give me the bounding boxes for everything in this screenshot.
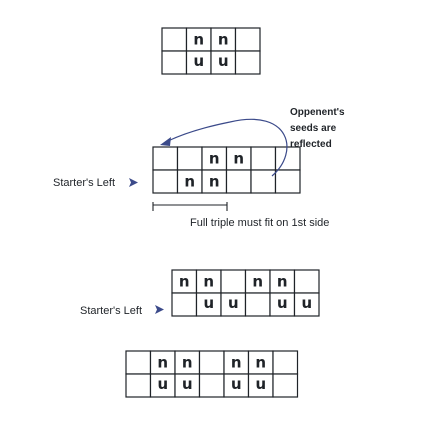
- grid-cell: [293, 269, 320, 294]
- grid-cell: [176, 146, 203, 171]
- grid-cell: [152, 146, 179, 171]
- grid-cell: [161, 50, 188, 75]
- reflected-seed: n: [277, 296, 288, 314]
- starters-left-arrow-2: [155, 305, 164, 314]
- reflected-seed: n: [228, 296, 239, 314]
- seed: n: [218, 31, 229, 49]
- grid-cell: [293, 292, 320, 317]
- seed: n: [255, 354, 266, 372]
- grid-cell: [152, 169, 179, 194]
- reflected-seed: n: [218, 54, 229, 72]
- reflection-arrow: [167, 118, 288, 177]
- grid-cell: [198, 373, 225, 398]
- starters-left-label-2: Starter's Left: [80, 305, 142, 317]
- grid-cell: [244, 292, 271, 317]
- seed: n: [179, 273, 190, 291]
- grid-cell: [272, 350, 299, 375]
- seed: n: [209, 150, 220, 168]
- grid-cell: [234, 27, 261, 52]
- grid-cell: [198, 350, 225, 375]
- seed: n: [252, 273, 263, 291]
- full-triple-caption: Full triple must fit on 1st side: [190, 217, 329, 229]
- seed: n: [193, 31, 204, 49]
- grid-cell: [125, 350, 152, 375]
- grid-cell: [220, 269, 247, 294]
- grid-cell: [274, 146, 301, 171]
- seed: n: [233, 150, 244, 168]
- seed: n: [231, 354, 242, 372]
- annotation-line-3: reflected: [290, 139, 332, 150]
- grid-cell: [225, 169, 252, 194]
- grid-cell: [161, 27, 188, 52]
- full-triple-bracket: [152, 202, 228, 211]
- starters-left-label-1: Starter's Left: [53, 177, 115, 189]
- reflected-seed: n: [301, 296, 312, 314]
- annotation-line-2: seeds are: [290, 123, 337, 134]
- seed: n: [277, 273, 288, 291]
- reflected-seed: n: [182, 377, 193, 395]
- seed: n: [203, 273, 214, 291]
- seed: n: [157, 354, 168, 372]
- grid-cell: [234, 50, 261, 75]
- grid-cell: [171, 292, 198, 317]
- grid-cell: [272, 373, 299, 398]
- reflection-arrowhead: [160, 137, 171, 146]
- grid-cell: [274, 169, 301, 194]
- seed: n: [184, 173, 195, 191]
- grid-cell: [250, 146, 277, 171]
- annotation-line-1: Oppenent's: [290, 107, 345, 118]
- seed: n: [209, 173, 220, 191]
- reflected-seed: n: [157, 377, 168, 395]
- reflected-seed: n: [203, 296, 214, 314]
- seed: n: [182, 354, 193, 372]
- grid-cell: [125, 373, 152, 398]
- reflected-seed: n: [231, 377, 242, 395]
- reflected-seed: n: [193, 54, 204, 72]
- grid-cell: [250, 169, 277, 194]
- starters-left-arrow-1: [129, 178, 138, 187]
- reflected-seed: n: [255, 377, 266, 395]
